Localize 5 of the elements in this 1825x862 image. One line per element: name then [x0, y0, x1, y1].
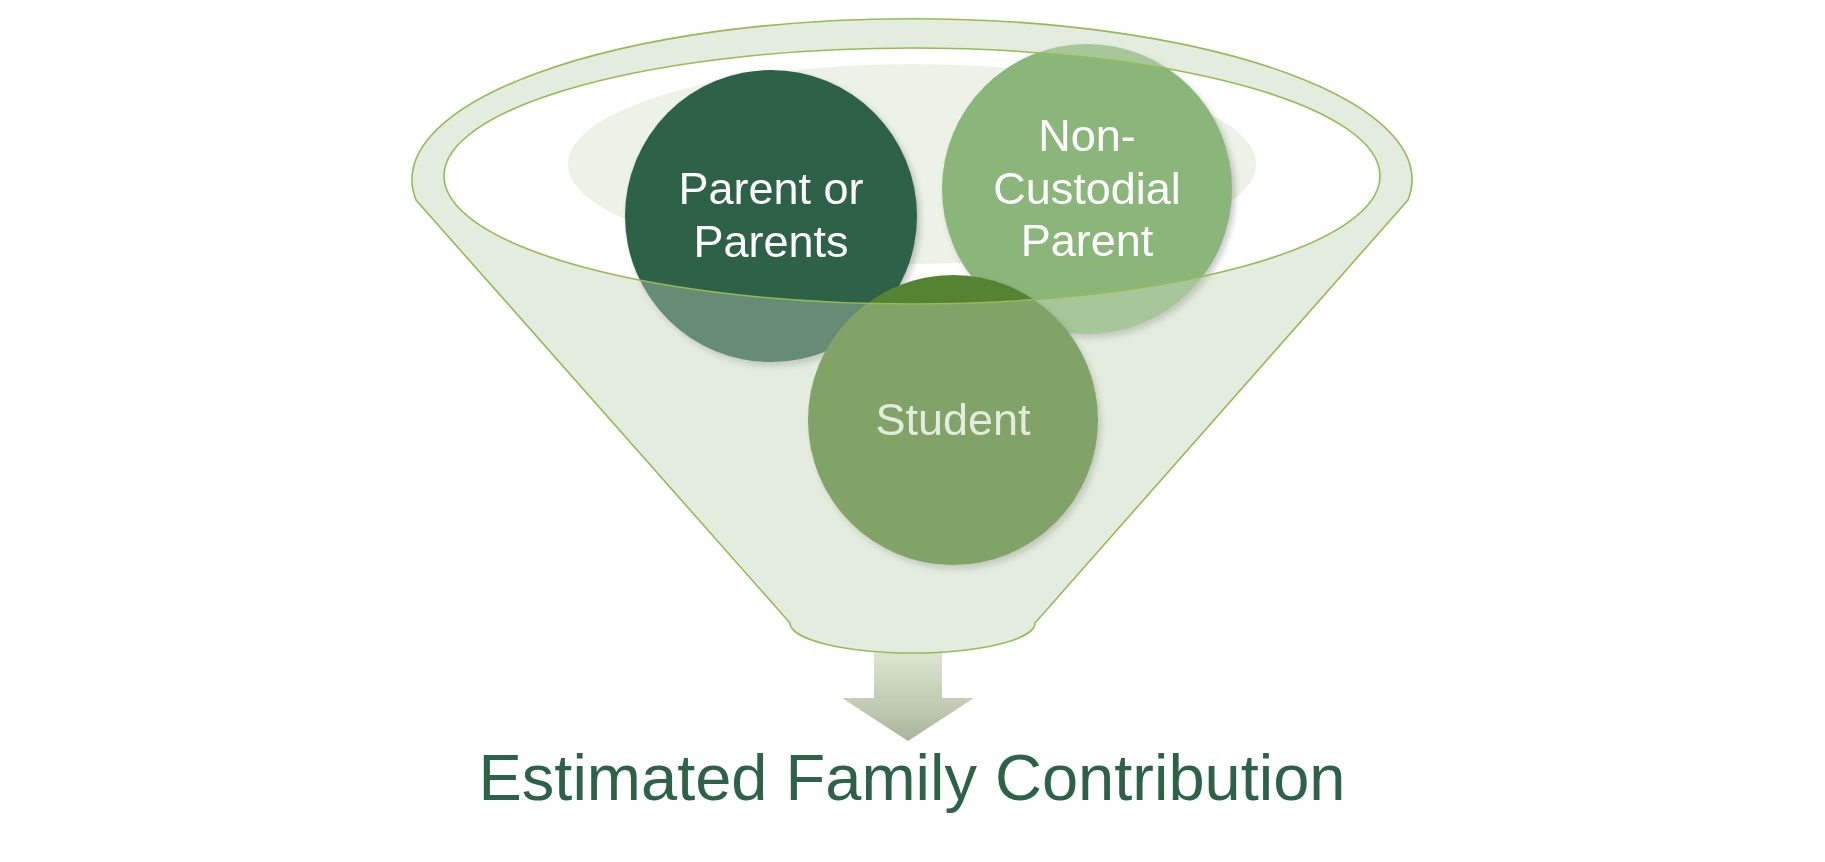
node-label: Non-Custodial Parent — [992, 110, 1182, 268]
result-label: Estimated Family Contribution — [478, 741, 1346, 816]
arrow — [842, 653, 974, 741]
node-label: Parent or Parents — [677, 163, 865, 269]
node-label: Student — [875, 393, 1031, 447]
